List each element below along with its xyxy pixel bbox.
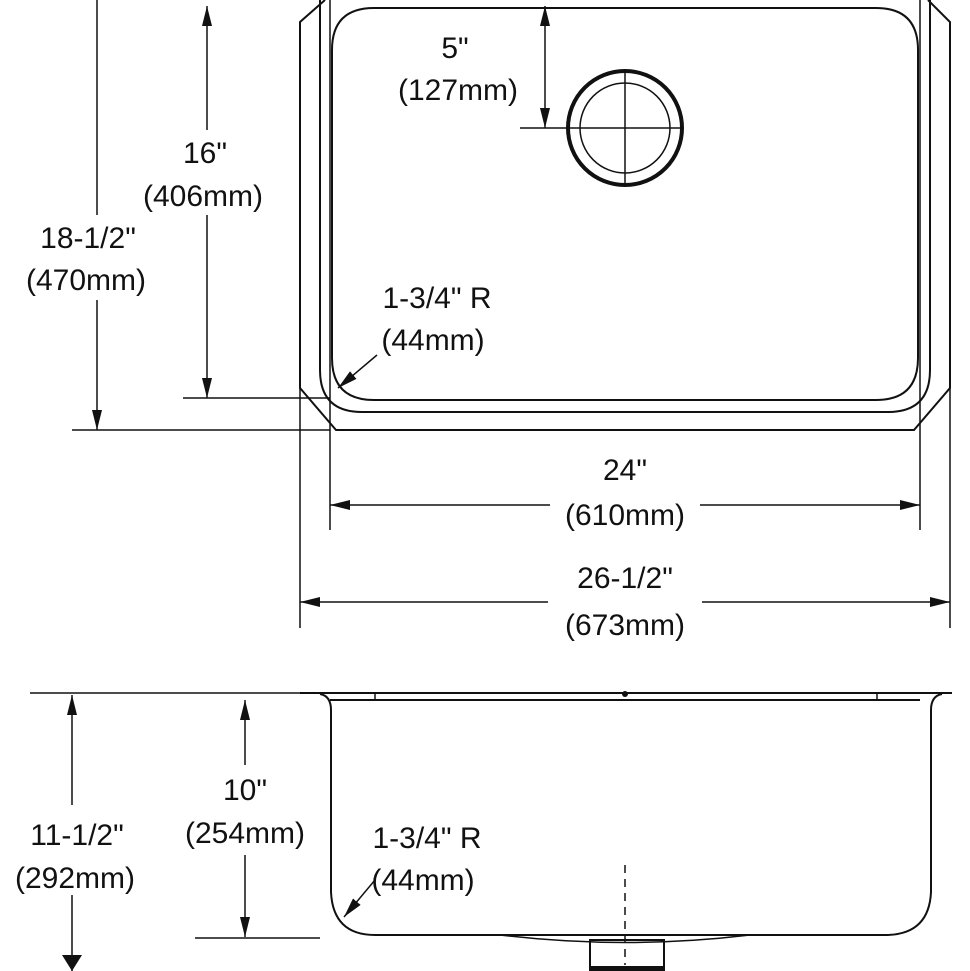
overall-length-mm: (470mm) [26, 264, 146, 297]
side-corner-radius-leader [343, 879, 376, 918]
overall-width-mm: (673mm) [565, 609, 685, 642]
drain-stub-base [590, 966, 664, 971]
overall-length-in: 18-1/2" [40, 222, 136, 255]
side-corner-radius-mm: (44mm) [371, 864, 474, 897]
flange-center-mark [622, 691, 628, 697]
bowl-length-mm: (406mm) [143, 180, 263, 213]
outer-flange-outline [299, 0, 951, 431]
corner-radius-mm: (44mm) [381, 324, 484, 357]
bowl-width-in: 24" [603, 454, 647, 487]
overall-depth-mm: (292mm) [15, 862, 135, 895]
top-view: 5" (127mm) 16" (406mm) 18-1/2" (470mm) 1… [26, 0, 951, 642]
bowl-inner-outline [331, 7, 919, 401]
side-corner-radius-in: 1-3/4" R [372, 822, 481, 855]
bowl-side-outline [319, 693, 943, 936]
corner-radius-leader [337, 354, 378, 389]
bowl-outer-rim [319, 0, 931, 413]
drain-icon [520, 69, 684, 187]
drain-offset-mm: (127mm) [398, 74, 518, 107]
bowl-width-mm: (610mm) [565, 499, 685, 532]
corner-radius-in: 1-3/4" R [382, 282, 491, 315]
overall-depth-arrow [62, 955, 82, 971]
bowl-length-in: 16" [183, 137, 227, 170]
side-view: 11-1/2" (292mm) 10" (254mm) 1-3/4" R (44… [15, 691, 952, 971]
overall-depth-in: 11-1/2" [30, 819, 124, 852]
drain-stub [589, 939, 665, 971]
overall-width-in: 26-1/2" [577, 562, 673, 595]
drain-offset-in: 5" [441, 32, 468, 65]
bowl-depth-mm: (254mm) [185, 817, 305, 850]
bowl-depth-in: 10" [223, 774, 267, 807]
